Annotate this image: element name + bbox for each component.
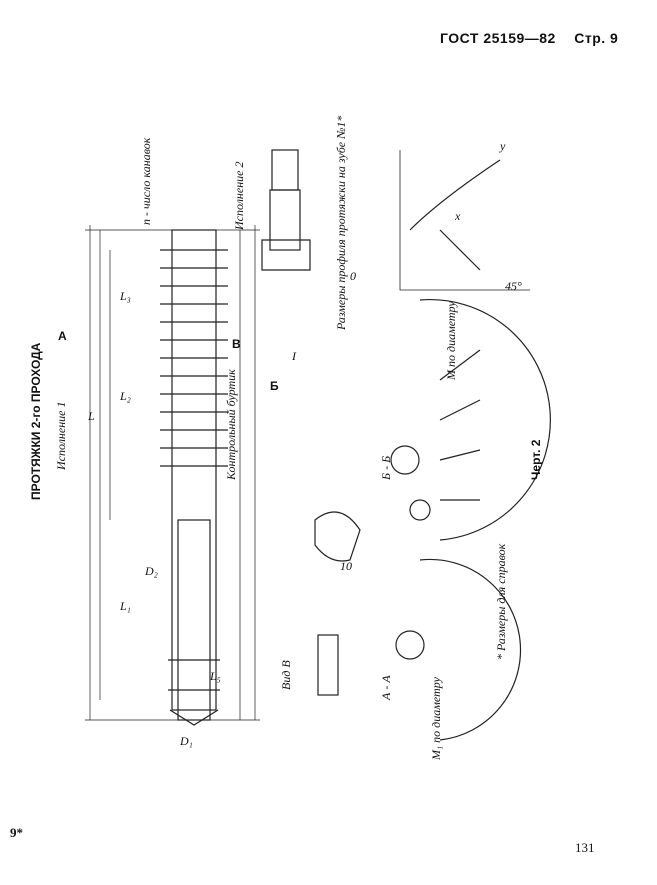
page-header: ГОСТ 25159—82 Стр. 9 xyxy=(440,30,632,46)
dim-l: L xyxy=(87,409,95,423)
section-aa-label: А - А xyxy=(379,675,393,701)
dim-l2: L₂ xyxy=(119,389,131,403)
section-bb-label: Б - Б xyxy=(379,456,393,481)
dim-l3: L₃ xyxy=(119,289,131,303)
detail-i-label: I xyxy=(291,349,297,363)
grooves-label: n - число канавок xyxy=(139,137,153,225)
page-number: 131 xyxy=(575,840,595,855)
broach-teeth xyxy=(160,249,228,467)
page-label: Стр. 9 xyxy=(574,30,619,46)
dim-d2: D₂ xyxy=(144,564,158,578)
variant1-label: Исполнение 1 xyxy=(54,402,68,471)
drawing-title: ПРОТЯЖКИ 2-го ПРОХОДА xyxy=(29,342,43,500)
dim-l5: L₅ xyxy=(209,669,221,683)
m1-label: M₁ по диаметру xyxy=(429,676,443,761)
axis-x: y xyxy=(499,139,506,153)
axis-origin: 45° xyxy=(505,279,522,293)
dim-l1: L₁ xyxy=(119,599,131,613)
section-aa-arc xyxy=(419,558,522,741)
footer-mark: 9* xyxy=(10,825,23,840)
section-bb-arc xyxy=(419,298,552,541)
slot-note: * Размеры для справок xyxy=(494,543,508,660)
standard-number: ГОСТ 25159—82 xyxy=(440,30,556,46)
m-label: M по диаметру xyxy=(444,301,458,381)
section-mark-v: В xyxy=(232,337,241,351)
angle-45: 10 xyxy=(340,559,352,573)
view-v-label: Вид В xyxy=(279,660,293,690)
dim-d1: D₁ xyxy=(179,734,193,748)
variant2-label: Исполнение 2 xyxy=(232,162,246,231)
broach-body xyxy=(171,229,217,711)
axis-y: 0 xyxy=(350,269,356,283)
chart-label: Черт. 2 xyxy=(529,439,543,480)
section-mark-b: Б xyxy=(270,379,279,393)
section-mark-a: А xyxy=(58,329,67,343)
radius-r: x xyxy=(454,209,461,223)
profile-note: Размеры профиля протяжки на зубе №1* xyxy=(334,116,348,331)
control-ring-label: Контрольный буртик xyxy=(224,369,238,481)
roller-circle xyxy=(390,445,420,475)
